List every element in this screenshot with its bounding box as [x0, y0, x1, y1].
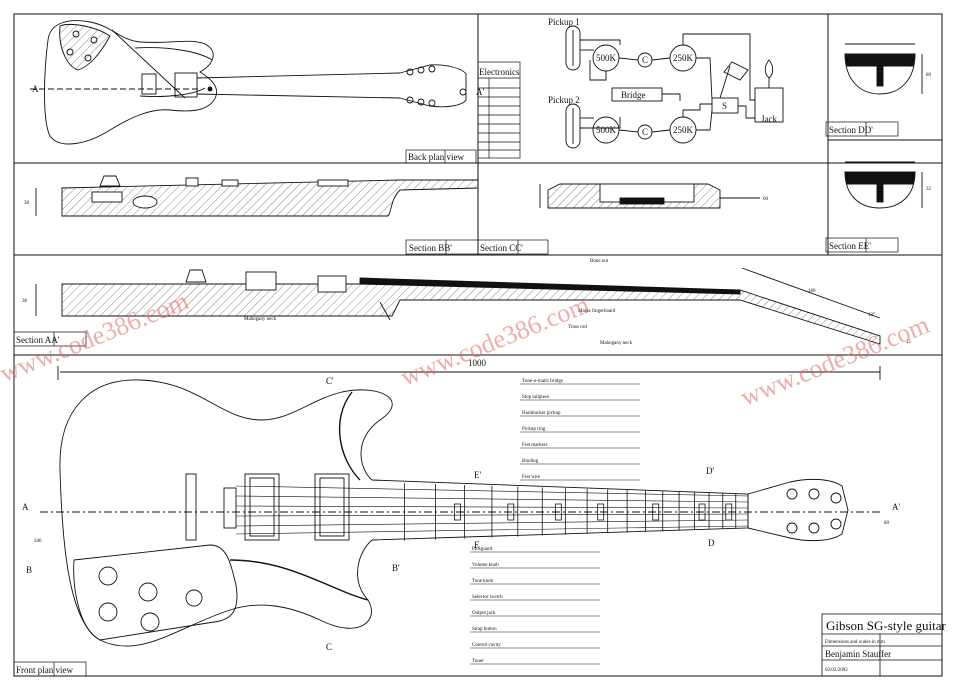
marker-c-prime-front: C' [326, 376, 334, 386]
caption-box-cc [477, 239, 549, 255]
dim-overall-length: 1000 [468, 358, 487, 368]
caption-section-dd: Section DD' [829, 125, 873, 135]
callout-lower-5: Output jack [472, 611, 496, 616]
caption-box-aa [13, 331, 87, 347]
callout-lower-6: Strap button [472, 627, 497, 632]
callout-lower-4: Selector switch [472, 595, 503, 600]
callout-leaders [470, 383, 640, 665]
marker-e-prime-front: E' [474, 470, 481, 480]
marker-b-front: B [26, 565, 32, 575]
callout-lower-2: Volume knob [472, 563, 499, 568]
dim-headstock: 80 [884, 521, 890, 526]
frame [13, 13, 943, 677]
dim-thickness-aa: 38 [22, 299, 28, 304]
marker-e-front: E [474, 540, 480, 550]
title-block-title: Gibson SG-style guitar [826, 618, 947, 633]
callout-front-7: Fret wire [522, 475, 541, 480]
caption-section-cc: Section CC' [480, 243, 523, 253]
marker-d-prime-front: D' [706, 466, 714, 476]
marker-c-front: C [326, 642, 332, 652]
fret-marker [597, 503, 605, 521]
caption-box-front [13, 661, 87, 677]
callout-lower-1: Pickguard [472, 547, 493, 552]
label-jack: Jack [761, 114, 777, 124]
fret-marker [698, 503, 706, 521]
caption-box-dd [825, 121, 899, 137]
callout-lower-7: Control cavity [472, 643, 501, 648]
label-neck-joint: Mahogany neck [244, 317, 277, 322]
section-bb-drawing [35, 175, 479, 217]
callout-front-2: Stop tailpiece [522, 395, 550, 400]
watermark-center: www.code386.com [396, 290, 593, 392]
pot-3-value: 500K [596, 125, 617, 135]
dim-section-cc: 60 [763, 197, 769, 202]
dim-neck-length: 180 [808, 289, 816, 294]
label-pickup-1: Pickup 1 [548, 17, 580, 27]
label-pickup-2: Pickup 2 [548, 95, 580, 105]
dim-thickness-bb: 38 [24, 201, 30, 206]
electronics-table [477, 61, 521, 159]
electronics-title: Electronics [479, 67, 520, 77]
label-switch: S [722, 101, 727, 111]
callout-front-3: Humbucker pickup [522, 411, 561, 416]
fret-marker [454, 503, 461, 521]
caption-back-plan: Back plan view [408, 152, 464, 162]
marker-b-prime-front: B' [392, 563, 400, 573]
caption-box-back [405, 149, 477, 164]
callout-neck-4: Mahogany neck [600, 341, 633, 346]
callout-lower-3: Tone knob [472, 579, 494, 584]
callout-neck-2: Maple fingerboard [578, 309, 616, 314]
pot-2-value: 250K [673, 53, 694, 63]
section-dd-drawing [844, 43, 923, 95]
fret-marker [725, 503, 733, 521]
title-block-number: 02/02/2002 [825, 668, 848, 673]
section-aa-drawing [35, 267, 881, 345]
dim-head-angle: 13° [868, 313, 875, 318]
callout-front-4: Pickup ring [522, 427, 546, 432]
title-block-author: Benjamin Stauffer [825, 649, 891, 659]
fret-marker [554, 503, 562, 521]
dim-head-thickness: 15 [906, 340, 912, 345]
dim-body-width: 346 [34, 539, 42, 544]
marker-a-prime-front: A' [892, 502, 900, 512]
callout-front-5: Fret markers [522, 443, 547, 448]
fret-group [404, 483, 749, 541]
pot-4-value: 250K [673, 125, 694, 135]
dim-section-ee: 32 [926, 187, 932, 192]
dim-section-dd: 80 [926, 73, 932, 78]
pot-1-value: 500K [596, 53, 617, 63]
callout-neck-3: Truss rod [568, 325, 587, 330]
back-plan-view [30, 20, 467, 145]
section-ee-drawing [844, 161, 923, 209]
label-bridge: Bridge [621, 90, 646, 100]
callout-front-6: Binding [522, 459, 539, 464]
caption-box-ee [825, 237, 899, 253]
marker-d-front: D [708, 538, 715, 548]
caption-section-ee: Section EE' [829, 241, 871, 251]
caption-section-bb: Section BB' [409, 243, 452, 253]
title-block-note: Dimensions and scales in mm [825, 640, 885, 645]
fret-marker [507, 503, 515, 521]
title-block [821, 613, 943, 677]
callout-front-1: Tune-o-matic bridge [522, 379, 564, 384]
marker-a-prime-back: A' [476, 87, 484, 97]
cap-2-label: C [642, 127, 648, 137]
callout-neck-1: Bone nut [590, 259, 609, 264]
marker-a-back: A [32, 84, 39, 94]
wiring-diagram [565, 25, 784, 149]
callout-lower-8: Tuner [472, 659, 484, 664]
fret-marker [652, 503, 660, 521]
marker-a-front: A [22, 502, 29, 512]
caption-section-aa: Section AA' [16, 335, 60, 345]
cap-1-label: C [642, 55, 648, 65]
caption-front-plan: Front plan view [16, 665, 73, 675]
section-cc-drawing [539, 183, 760, 209]
